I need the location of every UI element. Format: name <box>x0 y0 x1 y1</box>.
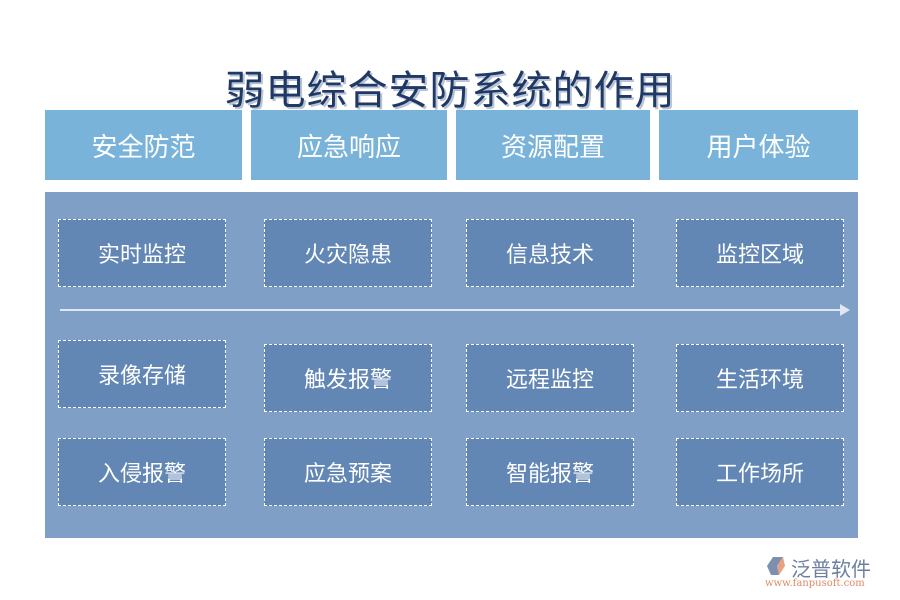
logo-name: 泛普软件 <box>791 557 871 581</box>
item-box: 智能报警 <box>466 438 634 506</box>
header-emergency: 应急响应 <box>251 110 447 180</box>
header-user-experience: 用户体验 <box>659 110 858 180</box>
item-box: 监控区域 <box>676 219 844 287</box>
timeline-arrow-line <box>60 309 848 311</box>
item-box: 火灾隐患 <box>264 219 432 287</box>
item-box: 工作场所 <box>676 438 844 506</box>
item-box: 实时监控 <box>58 219 226 287</box>
arrow-head-icon <box>840 304 850 316</box>
item-box: 入侵报警 <box>58 438 226 506</box>
logo-mark-icon <box>767 557 785 575</box>
item-box: 录像存储 <box>58 340 226 408</box>
item-box: 远程监控 <box>466 344 634 412</box>
header-security: 安全防范 <box>45 110 242 180</box>
logo-url: www.fanpusoft.com <box>765 578 865 589</box>
header-resources: 资源配置 <box>456 110 650 180</box>
item-box: 触发报警 <box>264 344 432 412</box>
item-box: 生活环境 <box>676 344 844 412</box>
item-box: 信息技术 <box>466 219 634 287</box>
item-box: 应急预案 <box>264 438 432 506</box>
page-title: 弱电综合安防系统的作用 <box>224 68 676 114</box>
logo: 泛普软件 www.fanpusoft.com <box>765 553 895 593</box>
